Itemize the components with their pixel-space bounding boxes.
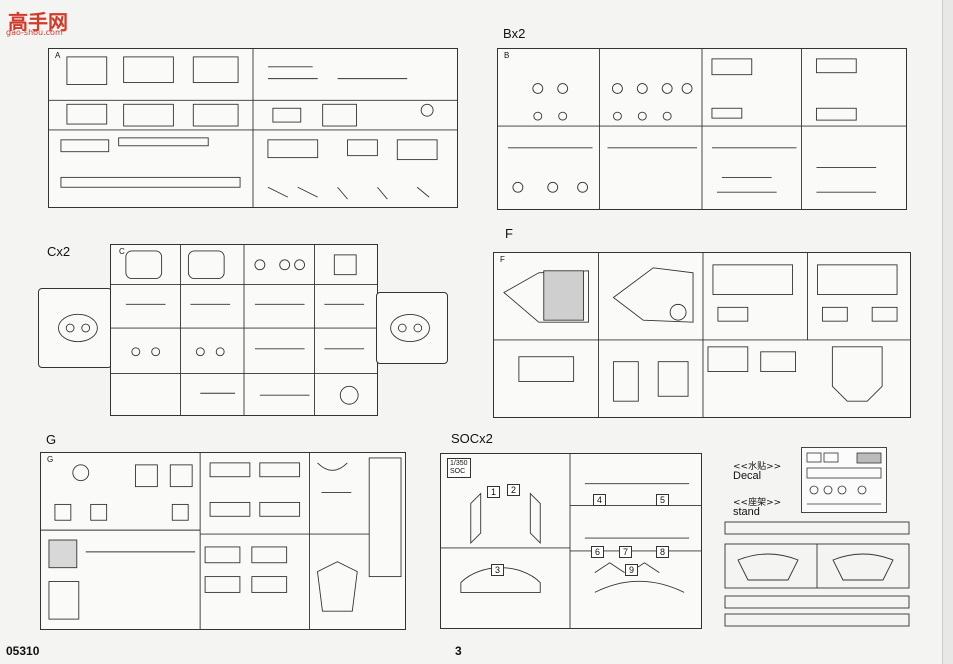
soc-part-2: 2 [507, 484, 521, 496]
sprue-c-right-arm [376, 292, 448, 364]
soc-part-6: 6 [591, 546, 605, 558]
sprue-a: A [48, 48, 458, 208]
footer-code: 05310 [6, 644, 40, 658]
decal-sheet-art [806, 452, 882, 505]
sprue-g-parts [41, 453, 402, 629]
sprue-g: G [40, 452, 406, 630]
soc-tag-scale: 1/350 [450, 460, 468, 467]
sprue-b-label: Bx2 [503, 26, 526, 41]
soc-tag-name: SOC [450, 468, 466, 475]
sprue-b-letter: B [504, 51, 510, 60]
sprue-soc-parts [441, 454, 701, 628]
decal-sheet [801, 447, 887, 513]
sprue-a-letter: A [55, 51, 61, 60]
sprue-f-letter: F [500, 255, 505, 264]
watermark-logo: 高手网 gao-shou.com [6, 6, 72, 37]
sprue-c-left-arm [38, 288, 112, 368]
sprue-b: B [497, 48, 907, 210]
page-number: 3 [455, 644, 462, 658]
soc-part-5: 5 [656, 494, 670, 506]
stand-sprue [723, 520, 911, 630]
watermark-brand: 高手网 [8, 10, 68, 34]
sprue-c-label: Cx2 [47, 244, 71, 259]
sprue-soc-label: SOCx2 [451, 431, 493, 446]
sprue-a-parts [49, 49, 457, 207]
watermark-site: gao-shou.com [6, 28, 63, 37]
soc-tag: 1/350 SOC [447, 458, 471, 478]
sprue-c-letter: C [119, 247, 125, 256]
sprue-f-parts [494, 253, 910, 417]
sprue-c-right-parts [390, 313, 430, 343]
sprue-g-label: G [46, 432, 57, 447]
page-edge [942, 0, 953, 664]
soc-part-1: 1 [487, 486, 501, 498]
sprue-c: C [110, 244, 378, 416]
stand-label-cn: <<座架>> [733, 498, 782, 508]
soc-part-3: 3 [491, 564, 505, 576]
sprue-f-label: F [505, 226, 513, 241]
soc-part-4: 4 [593, 494, 607, 506]
sprue-c-left-parts [58, 313, 98, 343]
stand-sprue-art [724, 521, 910, 627]
soc-part-9: 9 [625, 564, 639, 576]
sprue-f: F [493, 252, 911, 418]
sprue-g-letter: G [47, 455, 54, 464]
sprue-b-parts [498, 49, 906, 209]
soc-part-7: 7 [619, 546, 633, 558]
sprue-soc: 1/350 SOC 1 2 3 4 5 6 7 8 9 [440, 453, 702, 629]
stand-label: stand [733, 506, 760, 518]
decal-label-cn: <<水贴>> [733, 462, 782, 472]
soc-part-8: 8 [656, 546, 670, 558]
decal-label: Decal [733, 470, 762, 482]
sprue-c-parts [111, 245, 377, 415]
